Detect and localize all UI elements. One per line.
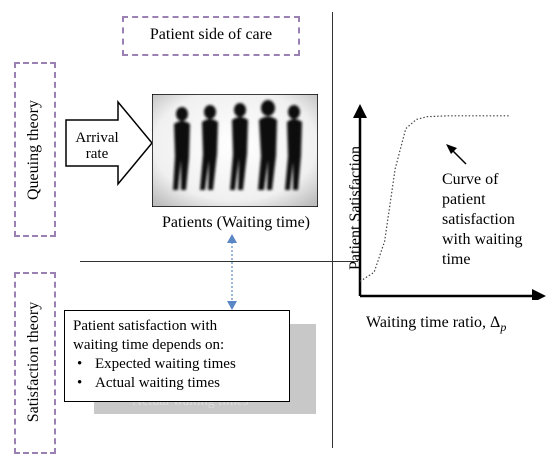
horizontal-divider (80, 261, 332, 262)
factor-list: Expected waiting times Actual waiting ti… (73, 355, 281, 393)
y-axis-arrowhead (353, 104, 367, 118)
arrival-arrow (65, 100, 153, 186)
satisfaction-description-box: Patient satisfaction with waiting time d… (64, 310, 290, 402)
description-line1: Patient satisfaction with (73, 318, 218, 334)
chart-x-label-text: Waiting time ratio, Δ (366, 314, 501, 331)
patient-side-box (122, 16, 300, 56)
factor-item-actual: Actual waiting times (77, 374, 281, 393)
annotation-line: patient (442, 191, 486, 208)
vertical-divider (332, 12, 333, 448)
factor-item-expected: Expected waiting times (77, 355, 281, 374)
annotation-line: time (442, 251, 471, 268)
satisfaction-theory-label: Satisfaction theory (25, 301, 42, 423)
satisfaction-curve (359, 115, 510, 282)
horizontal-divider-right (332, 261, 358, 262)
patients-image (152, 94, 318, 207)
annotation-line: with waiting (442, 231, 523, 248)
x-axis-arrowhead (532, 289, 546, 300)
link-arrow (227, 234, 237, 310)
satisfaction-chart (353, 104, 546, 300)
patient-side-label: Patient side of care (149, 26, 273, 43)
patients-caption: Patients (Waiting time) (161, 214, 310, 231)
annotation-line: satisfaction (442, 211, 515, 228)
arrival-label-line2: rate (85, 146, 109, 162)
chart-y-label: Patient Satisfaction (347, 146, 364, 270)
queuing-theory-label: Queuing theory (25, 100, 42, 200)
description-line2: waiting time depends on: (73, 337, 225, 353)
chart-x-label: Waiting time ratio, Δp (366, 314, 506, 335)
annotation-arrow (451, 149, 467, 165)
curve-annotation: Curve of patient satisfaction with waiti… (442, 170, 522, 270)
chart-x-label-subscript: p (500, 320, 507, 335)
queuing-theory-box (14, 62, 56, 237)
annotation-line: Curve of (442, 171, 499, 188)
arrival-label-line1: Arrival (75, 130, 119, 146)
annotation-arrowhead (446, 144, 457, 154)
